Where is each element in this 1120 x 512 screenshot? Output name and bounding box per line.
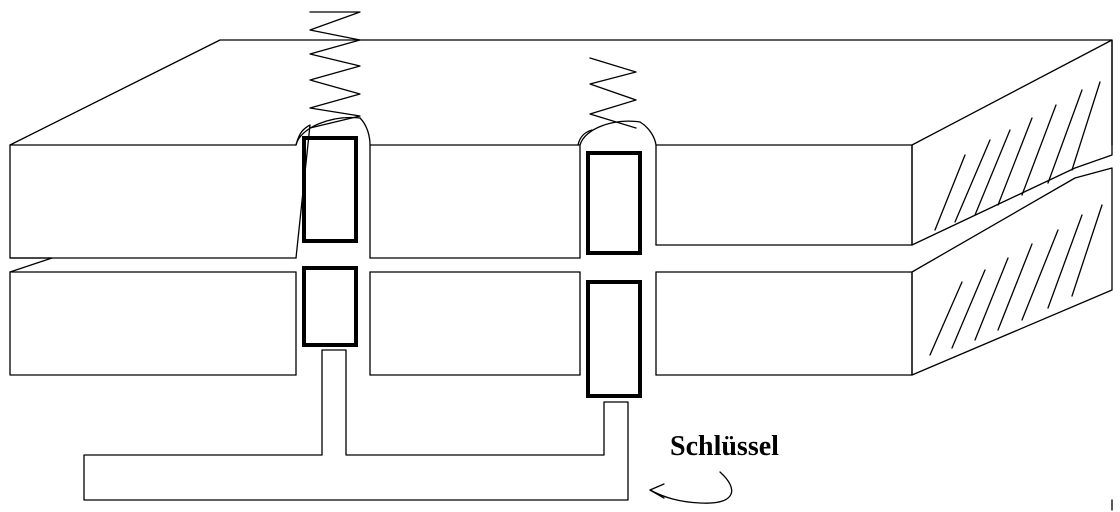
- left-spring: [309, 11, 361, 129]
- lower-block-front-right: [655, 271, 913, 376]
- right-key-pin: [586, 280, 642, 398]
- left-notch: [9, 257, 53, 273]
- left-driver-pin: [302, 136, 358, 243]
- lower-side-hatching: [929, 204, 1103, 356]
- left-key-pin: [302, 266, 358, 347]
- upper-block-front-right: [655, 144, 913, 246]
- right-channel-wall-left: [577, 129, 593, 376]
- lower-block-front-left: [9, 271, 297, 376]
- top-face: [9, 39, 1113, 146]
- upper-side-face: [911, 39, 1113, 246]
- right-driver-pin: [586, 151, 642, 255]
- key-outline: [83, 349, 629, 501]
- right-channel-wall-right: [639, 121, 657, 376]
- left-channel-wall-right: [359, 117, 371, 376]
- right-channel-arch: [579, 120, 641, 146]
- upper-side-hatching: [934, 81, 1101, 231]
- key-label: Schlüssel: [670, 431, 779, 462]
- lower-side-face: [911, 167, 1113, 376]
- key-arrow: [649, 471, 733, 504]
- right-spring: [589, 57, 637, 129]
- upper-block-front-left: [9, 144, 297, 259]
- key-arrow-head: [649, 483, 665, 499]
